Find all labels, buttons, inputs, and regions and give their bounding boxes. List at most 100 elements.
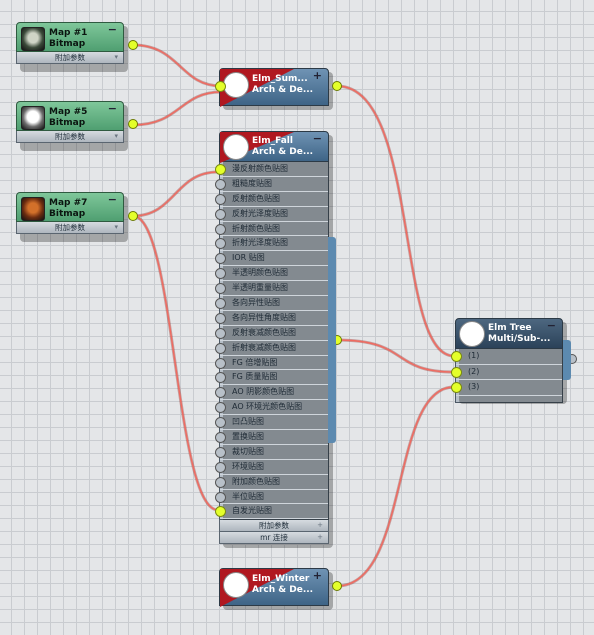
- node-elm-fall-slot-socket[interactable]: [215, 312, 226, 324]
- node-elm-fall-slot[interactable]: 裁切贴图: [215, 445, 328, 460]
- node-elm-fall-slot-socket[interactable]: [215, 253, 226, 265]
- node-elm-fall-mr-connection[interactable]: mr 连接+: [219, 532, 329, 545]
- node-elm-summer-header[interactable]: Elm_Sum...Arch & De... +: [219, 68, 329, 107]
- node-elm-summer-output-socket[interactable]: [332, 81, 342, 91]
- node-elm-fall-slot[interactable]: 半位贴图: [215, 490, 328, 505]
- node-elm-fall-slot-socket[interactable]: [215, 238, 226, 250]
- node-elm-fall-slot-socket[interactable]: [215, 402, 226, 414]
- node-map1-extra-params[interactable]: 附加参数▾: [16, 52, 124, 64]
- node-elm-fall-slot-socket[interactable]: [215, 164, 226, 175]
- node-map1-output-socket[interactable]: [128, 40, 138, 50]
- node-elm-fall-slot[interactable]: 折射光泽度贴图: [215, 236, 328, 252]
- node-elm-fall-slot[interactable]: 环境贴图: [215, 460, 328, 475]
- node-elm-fall-slot-socket[interactable]: [215, 178, 226, 190]
- node-elm-fall-slot[interactable]: FG 质量贴图: [215, 370, 328, 386]
- node-map5-extra-params[interactable]: 附加参数▾: [16, 131, 124, 143]
- node-elm-fall-slot-socket[interactable]: [215, 298, 226, 310]
- expand-icon[interactable]: +: [312, 569, 322, 582]
- node-elm-winter-type: Arch & De...: [252, 585, 314, 595]
- node-map7-type: Bitmap: [49, 209, 86, 219]
- collapse-icon[interactable]: −: [312, 132, 322, 145]
- node-elm-fall-slot-socket[interactable]: [215, 327, 226, 339]
- node-elm-fall-slot-socket[interactable]: [215, 461, 226, 473]
- node-elm-tree-slot-label: (2): [468, 366, 480, 376]
- node-elm-fall-slot-socket[interactable]: [215, 357, 226, 369]
- node-elm-fall-slot[interactable]: IOR 贴图: [215, 251, 328, 267]
- node-elm-tree-slot[interactable]: (3): [451, 380, 562, 396]
- node-elm-fall-slot-socket[interactable]: [215, 372, 226, 384]
- node-elm-fall-slot[interactable]: 反射光泽度贴图: [215, 207, 328, 222]
- node-elm-winter-output-socket[interactable]: [332, 581, 342, 591]
- node-elm-fall-slot-socket[interactable]: [215, 476, 226, 488]
- node-map5-name: Map #5: [49, 107, 88, 117]
- node-elm-fall-slot-socket[interactable]: [215, 268, 226, 280]
- bitmap-thumbnail: [21, 27, 45, 51]
- node-elm-fall-slot-socket[interactable]: [215, 491, 226, 503]
- node-map1-name: Map #1: [49, 28, 88, 38]
- node-elm-fall-slot-socket[interactable]: [215, 208, 226, 220]
- node-elm-fall-slot-label: 折射衰减颜色贴图: [232, 342, 296, 352]
- node-elm-fall-slot[interactable]: AO 环境光颜色贴图: [215, 400, 328, 416]
- node-elm-fall-slot[interactable]: 折射衰减颜色贴图: [215, 341, 328, 356]
- node-elm-fall-slot[interactable]: 各向异性贴图: [215, 296, 328, 311]
- collapse-icon[interactable]: −: [107, 23, 117, 36]
- node-elm-fall-slot-socket[interactable]: [215, 432, 226, 444]
- node-elm-tree-slot-socket[interactable]: [451, 382, 462, 393]
- node-elm-fall-slot-socket[interactable]: [215, 193, 226, 205]
- node-elm-fall-slot-socket[interactable]: [215, 417, 226, 429]
- node-elm-fall-slot[interactable]: 置换贴图: [215, 430, 328, 445]
- node-elm-fall-scrollbar[interactable]: [328, 237, 336, 443]
- node-elm-fall-slot-socket[interactable]: [215, 387, 226, 399]
- node-elm-fall-slot[interactable]: AO 阴影颜色贴图: [215, 385, 328, 401]
- node-elm-fall-slot-label: 折射光泽度贴图: [232, 238, 288, 248]
- node-elm-fall-slot-socket[interactable]: [215, 223, 226, 235]
- node-map5-output-socket[interactable]: [128, 119, 138, 129]
- node-elm-fall-slot-socket[interactable]: [215, 506, 226, 518]
- node-elm-fall-slot[interactable]: 反射衰减颜色贴图: [215, 326, 328, 341]
- node-elm-fall-slot-socket[interactable]: [215, 283, 226, 295]
- collapse-icon[interactable]: −: [107, 193, 117, 206]
- node-elm-tree-slot[interactable]: (1): [451, 349, 562, 365]
- node-elm-fall-slot[interactable]: 半透明重量贴图: [215, 281, 328, 297]
- collapse-icon[interactable]: −: [546, 319, 556, 332]
- wire-fall-to-slot2: [336, 339, 455, 373]
- node-elm-fall-slot[interactable]: 各向异性角度贴图: [215, 311, 328, 326]
- node-elm-fall-slot[interactable]: FG 倍增贴图: [215, 356, 328, 371]
- node-elm-fall-slot-label: 反射光泽度贴图: [232, 208, 288, 218]
- node-elm-fall-slot-socket[interactable]: [215, 342, 226, 354]
- node-elm-summer-input-socket[interactable]: [215, 81, 226, 92]
- node-elm-tree-slot-socket[interactable]: [451, 351, 462, 362]
- node-elm-fall-slot[interactable]: 半透明颜色贴图: [215, 266, 328, 282]
- node-elm-fall-slot-label: AO 环境光颜色贴图: [232, 402, 303, 412]
- node-elm-tree-name: Elm Tree: [488, 323, 532, 333]
- node-elm-fall-slot-socket[interactable]: [215, 446, 226, 458]
- node-elm-fall-slot[interactable]: 漫反射颜色贴图: [215, 162, 328, 177]
- node-elm-summer[interactable]: Elm_Sum...Arch & De... +: [215, 68, 342, 110]
- node-elm-fall-slot[interactable]: 反射颜色贴图: [215, 192, 328, 207]
- node-map7-output-socket[interactable]: [128, 211, 138, 221]
- node-elm-fall-slot[interactable]: 粗糙度贴图: [215, 177, 328, 192]
- node-elm-tree-slot[interactable]: (2): [451, 365, 562, 380]
- node-elm-fall-slot[interactable]: 附加颜色贴图: [215, 475, 328, 490]
- node-elm-fall-slot[interactable]: 折射颜色贴图: [215, 222, 328, 237]
- expand-icon[interactable]: +: [312, 69, 322, 82]
- node-elm-fall-extra-params[interactable]: 附加参数+: [219, 520, 329, 533]
- chevron-down-icon: ▾: [114, 132, 118, 140]
- node-elm-fall-slot[interactable]: 凹凸贴图: [215, 415, 328, 431]
- node-elm-fall-slot[interactable]: 自发光贴图: [215, 504, 328, 520]
- node-map7-extra-params[interactable]: 附加参数▾: [16, 222, 124, 234]
- collapse-icon[interactable]: −: [107, 102, 117, 115]
- node-elm-tree-slot-socket[interactable]: [451, 366, 462, 378]
